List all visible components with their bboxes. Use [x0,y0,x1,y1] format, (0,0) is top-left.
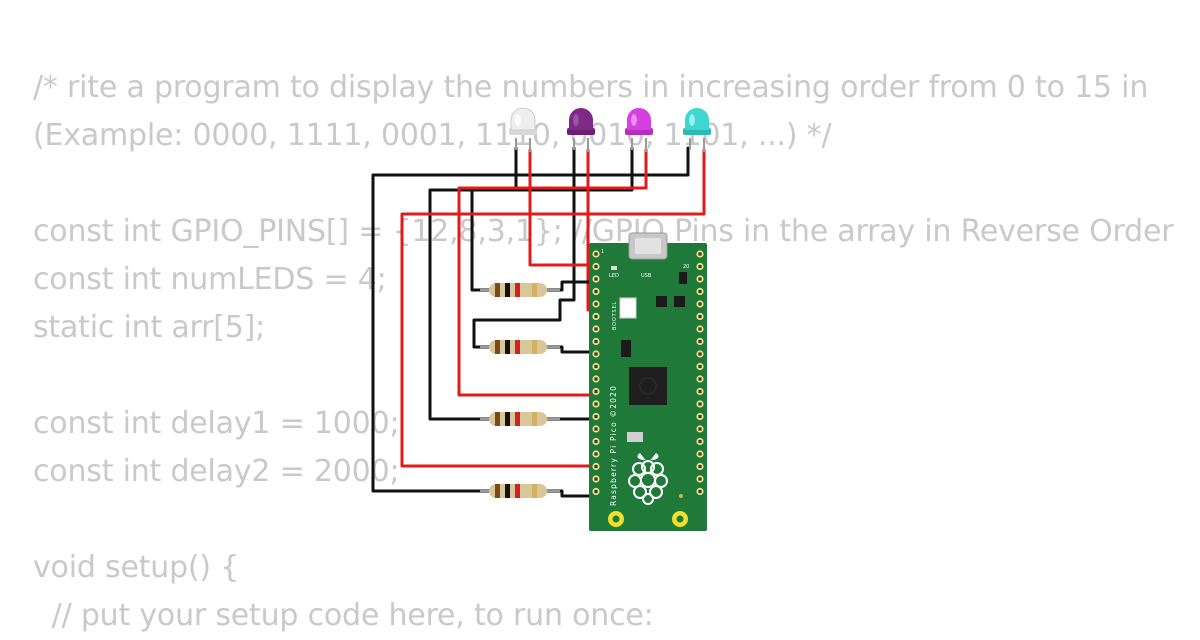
pin-left-hole [594,489,598,494]
pin-left-hole [594,314,598,319]
wire-magenta-led-anode[interactable] [457,148,648,397]
led-cyan[interactable] [683,108,711,152]
pin-right-hole [698,277,702,281]
pin-right-hole [698,289,702,294]
wire-white-led-cathode[interactable] [470,146,518,292]
wire-purple-led-cathode[interactable] [472,146,576,349]
pin-left-hole [594,327,598,331]
pin-right-hole [698,339,702,344]
wire-cyan-led-anode[interactable] [400,148,706,468]
pin-left-hole [594,464,598,469]
resistor-3[interactable] [480,412,560,426]
pin-right-hole [698,452,702,456]
pin-right-hole [698,252,702,256]
pin-right-hole [698,264,702,269]
pin-left-hole [594,264,598,269]
pin-left-hole [594,277,598,281]
pin-right-hole [698,439,702,444]
pin-right-hole [698,352,702,356]
pin-left-hole [594,477,598,481]
bootsel-silk-label: BOOTSEL [612,301,618,330]
code-line: void setup() { [33,550,240,585]
pin-left-hole [594,402,598,406]
pin-left-hole [594,289,598,294]
pin-left-hole [594,364,598,369]
pin1-silk-label: 1 [601,249,604,255]
usb-silk-label: USB [641,273,652,279]
pin-left-hole [594,452,598,456]
pin-left-hole [594,252,598,256]
pin-right-hole [698,364,702,369]
pin-right-hole [698,489,702,494]
pin-right-hole [698,402,702,406]
wire-cyan-led-cathode[interactable] [371,146,690,493]
raspberry-pi-pico-board[interactable]: LED USB 1 20 [589,232,707,531]
pin-right-hole [698,389,702,394]
pin-right-hole [698,314,702,319]
pin-right-hole [698,477,702,481]
led-silk-label: LED [609,273,619,279]
pin-left-hole [594,439,598,444]
wires [371,146,706,498]
pin-right-hole [698,327,702,331]
board-silkscreen: Raspberry Pi Pico ©2020 [609,385,618,506]
pin-left-hole [594,377,598,381]
code-line: const int numLEDS = 4; [33,262,387,297]
bootsel-button [619,297,637,319]
code-line: static int arr[5]; [33,310,266,345]
led-white[interactable] [509,107,537,152]
resistor-2[interactable] [480,340,560,354]
code-line: // put your setup code here, to run once… [33,598,654,633]
code-line: (Example: 0000, 1111, 0001, 1110, 0010, … [33,118,832,153]
resistor-1[interactable] [480,283,560,297]
pin-left-hole [594,302,598,306]
pin-right-hole [698,427,702,431]
rp2040-chip [629,367,667,405]
led-purple[interactable] [567,108,595,152]
code-editor-background: /* rite a program to display the numbers… [33,64,1174,640]
pin-left-hole [594,352,598,356]
pin-left-hole [594,389,598,394]
pin-left-hole [594,339,598,344]
raspberry-logo [628,453,668,505]
right-pin-header [696,250,704,496]
code-line: const int delay2 = 2000; [33,454,400,489]
onboard-led [611,266,617,270]
pin-left-hole [594,414,598,419]
code-line: const int delay1 = 1000; [33,406,400,441]
code-line: /* rite a program to display the numbers… [33,70,1149,105]
pin-right-hole [698,414,702,419]
pin-left-hole [594,427,598,431]
pin-right-hole [698,464,702,469]
pin-right-hole [698,302,702,306]
pin-right-hole [698,377,702,381]
resistor-4[interactable] [480,484,560,498]
pin20-silk-label: 20 [683,264,689,270]
left-pin-header [592,250,600,496]
led-magenta[interactable] [625,108,653,152]
